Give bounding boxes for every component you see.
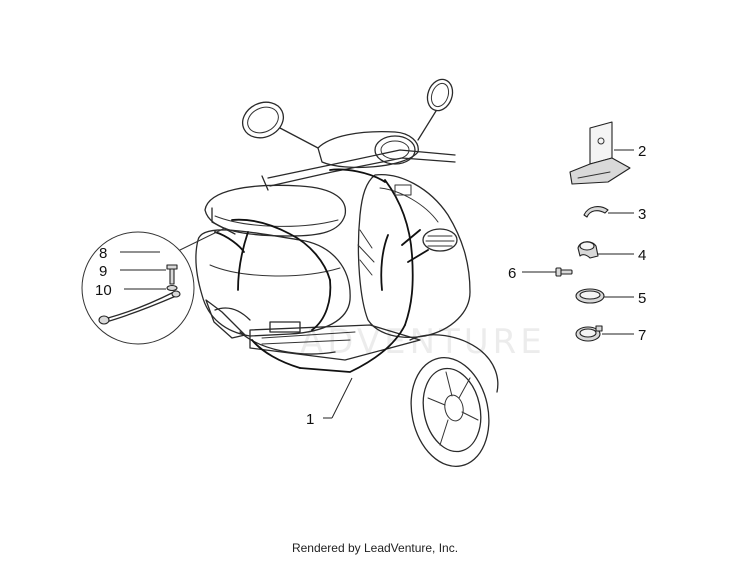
hose-clamp-part-7 [575,325,603,342]
callout-numbers: 2 3 4 6 5 7 1 8 9 10 [95,143,646,428]
scooter-illustration [195,78,499,468]
clamp-part-4 [577,241,599,259]
clip-part-3 [583,206,609,218]
callout-8: 8 [99,245,107,262]
callout-5: 5 [638,290,646,307]
callout-leaders [120,149,634,419]
callout-9: 9 [99,263,107,280]
bracket-part-2 [569,121,631,185]
callout-3: 3 [638,206,646,223]
callout-10: 10 [95,282,112,299]
wiring-harness-part-1 [214,168,429,373]
callout-6: 6 [508,265,516,282]
callout-2: 2 [638,143,646,160]
detail-inset [81,227,226,345]
callout-1: 1 [306,411,314,428]
callout-4: 4 [638,247,646,264]
band-part-5 [575,288,605,304]
callout-7: 7 [638,327,646,344]
watermark-text: ADVENTURE [300,322,546,362]
footer-credit: Rendered by LeadVenture, Inc. [291,541,459,555]
screw-part-6 [555,267,573,277]
